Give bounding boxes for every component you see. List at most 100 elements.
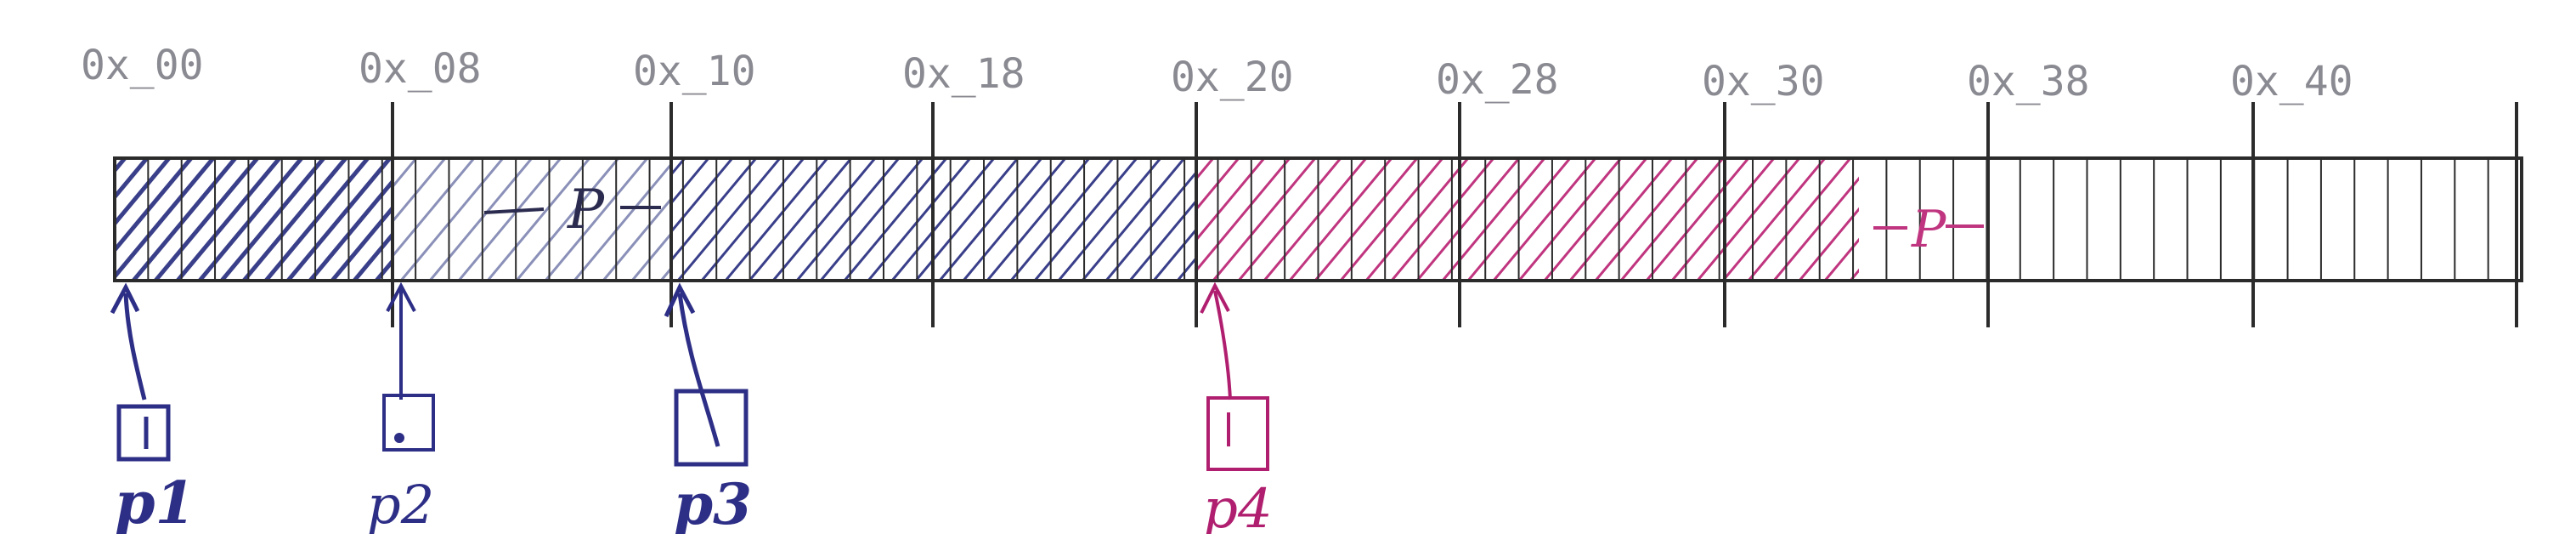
hatch-line <box>1594 158 1699 281</box>
hatch-line <box>544 158 649 281</box>
hatch-line <box>1364 158 1470 281</box>
address-label: 0x_30 <box>1702 58 1825 105</box>
hatch-line <box>353 231 393 281</box>
hatch-line <box>1696 158 1801 281</box>
hatch-line <box>1060 158 1162 281</box>
hatch-line <box>1798 207 1859 281</box>
arrowhead-icon <box>386 281 416 312</box>
hatch-line <box>1009 158 1115 281</box>
pointer-box <box>382 394 435 452</box>
pointer-box <box>674 389 749 467</box>
address-tick-marks <box>113 102 2518 327</box>
address-label: 0x_10 <box>633 48 756 95</box>
hatch-line <box>1823 237 1859 281</box>
hatch-line <box>843 158 948 281</box>
hatch-line <box>115 158 215 281</box>
hatch-line <box>867 158 972 281</box>
hatch-line <box>132 158 237 281</box>
hatch-line <box>486 158 591 281</box>
hatch-line <box>393 158 476 258</box>
hatch-line <box>986 158 1091 281</box>
hatch-region-block-1 <box>0 158 523 281</box>
hatch-line <box>1721 158 1827 281</box>
hatch-line <box>308 178 393 281</box>
hatch-line <box>724 158 829 281</box>
hatch-line <box>1057 158 1162 281</box>
hatch-line <box>1033 158 1138 281</box>
pointer-p1 <box>110 282 171 462</box>
hatch-region-block-3 <box>671 158 1303 281</box>
hatch-line <box>115 158 127 174</box>
arrowhead-icon <box>1200 281 1230 314</box>
hatch-line <box>1288 158 1393 281</box>
pointer-box <box>116 404 171 462</box>
address-label: 0x_20 <box>1171 54 1294 101</box>
hatch-line <box>700 158 805 281</box>
hatch-line <box>1201 158 1303 281</box>
pointer-arrow <box>1213 290 1232 400</box>
hatch-line <box>393 158 418 189</box>
hatch-line <box>962 158 1067 281</box>
pointer-p4 <box>1200 281 1269 471</box>
address-label: 0x_40 <box>2230 58 2353 105</box>
hatch-line <box>242 158 347 281</box>
address-label: 0x_28 <box>1436 56 1559 104</box>
hatch-line <box>819 158 924 281</box>
hatch-line <box>1645 158 1750 281</box>
hatch-line <box>399 158 505 281</box>
address-label: 0x_38 <box>1967 58 2090 105</box>
hatch-line <box>515 158 620 281</box>
padding-label: P <box>567 179 605 241</box>
pointer-label: p1 <box>115 469 195 534</box>
padding-marker: P <box>1873 200 1984 259</box>
hatch-line <box>428 158 534 281</box>
arrowhead-icon <box>110 282 140 315</box>
byte-divider-lines <box>147 158 2489 281</box>
hatch-line <box>659 266 671 281</box>
hatch-line <box>1415 158 1521 281</box>
hatch-line <box>1619 158 1725 281</box>
hatch-line <box>671 158 710 206</box>
hatch-line <box>748 158 853 281</box>
hatch-line <box>676 158 782 281</box>
address-label: 0x_08 <box>359 45 482 93</box>
pointer-p2 <box>382 281 435 452</box>
hatch-line <box>795 158 901 281</box>
hatch-line <box>1196 158 1291 273</box>
hatch-line <box>264 158 370 281</box>
arrowhead-icon <box>664 282 696 318</box>
pointer-arrow <box>677 293 720 447</box>
pointer-label: p2 <box>367 474 434 534</box>
hatch-line <box>1772 176 1859 281</box>
hatch-line <box>1152 227 1196 281</box>
address-label: 0x_18 <box>902 50 1025 98</box>
hatch-line <box>1104 170 1196 281</box>
pointer-p3 <box>664 282 749 467</box>
hatch-line <box>286 158 392 281</box>
address-labels: 0x_00 0x_08 0x_10 0x_18 0x_20 0x_28 0x_3… <box>81 42 2353 105</box>
hatch-line <box>220 158 325 281</box>
hatch-line <box>0 158 81 281</box>
hatch-line <box>1263 158 1368 281</box>
hatch-line <box>1492 158 1597 281</box>
hatch-line <box>115 158 149 201</box>
hatch-line <box>671 158 758 263</box>
padding-marker: P <box>483 179 661 241</box>
hatch-line <box>198 158 303 281</box>
pointer-arrow <box>123 293 147 400</box>
pointer-label: p3 <box>674 471 752 534</box>
padding-label: P <box>1911 200 1947 259</box>
hatch-line <box>1081 158 1186 281</box>
address-label: 0x_00 <box>81 42 204 89</box>
hatch-line <box>1390 158 1495 281</box>
hatch-line <box>1196 158 1240 212</box>
hatch-line <box>1086 158 1188 281</box>
hatch-line <box>1568 158 1674 281</box>
hatch-line <box>1313 158 1419 281</box>
pointer-box <box>1206 396 1269 471</box>
hatch-line <box>1747 158 1852 281</box>
hatch-line <box>1212 158 1317 281</box>
hatch-line <box>671 158 734 234</box>
hatch-line <box>421 158 523 281</box>
